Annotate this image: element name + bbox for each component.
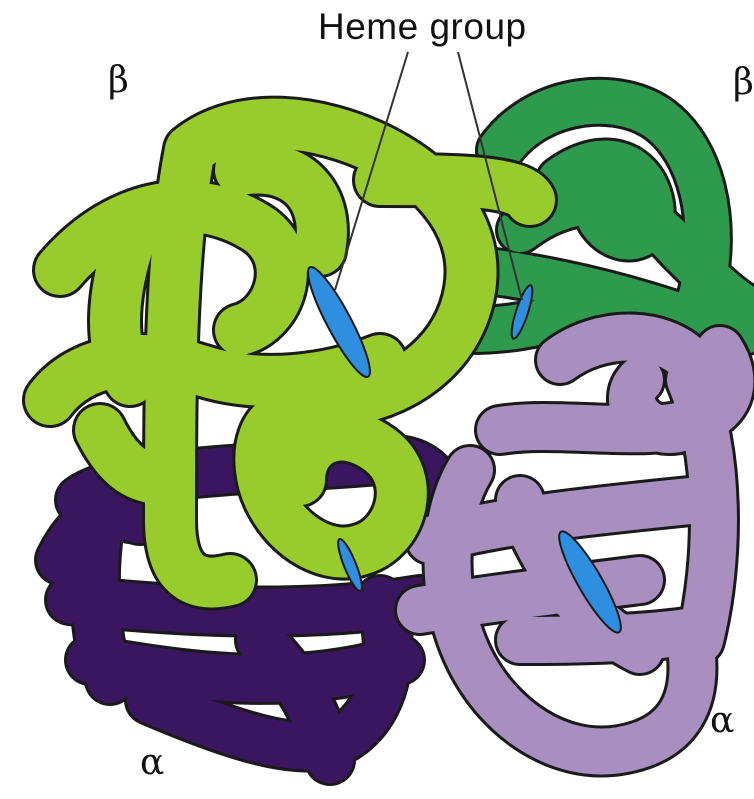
heme-group-label: Heme group (318, 6, 527, 48)
alpha-right-label: α (710, 700, 734, 741)
alpha-left-label: α (140, 742, 164, 783)
beta-right-label: β (733, 62, 754, 103)
beta-left-label: β (108, 60, 129, 101)
